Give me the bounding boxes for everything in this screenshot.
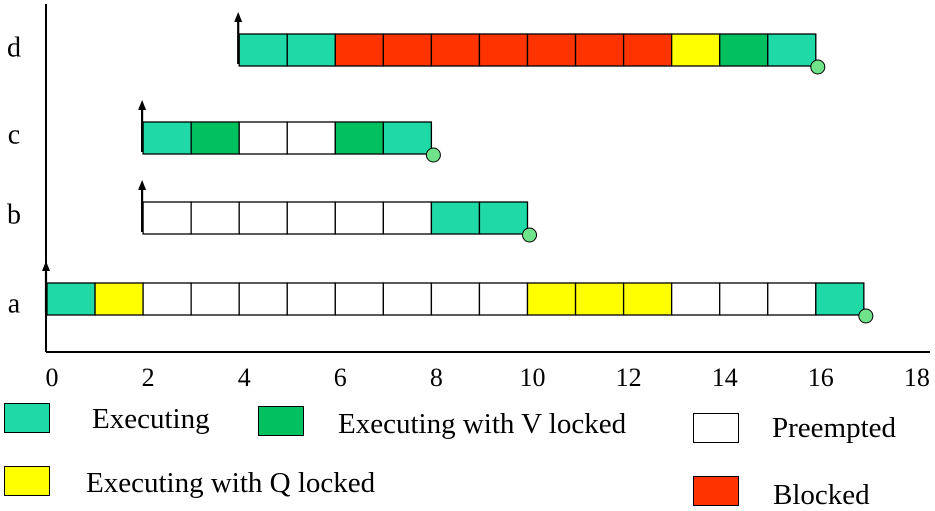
slot-a-15-preempted — [767, 282, 817, 316]
x-tick-0: 0 — [46, 363, 59, 392]
slot-a-8-preempted — [430, 282, 481, 316]
arrival-arrow-head-b — [138, 180, 147, 190]
slot-c-4-preempted — [238, 121, 288, 155]
task-row-d: d — [7, 12, 826, 75]
slot-b-9-executing — [478, 201, 529, 235]
slot-d-9-blocked — [478, 33, 529, 67]
completion-marker-a — [858, 308, 874, 324]
slot-b-6-preempted — [334, 201, 384, 235]
x-tick-12: 12 — [616, 363, 642, 392]
task-label-b: b — [7, 199, 21, 230]
task-label-c: c — [8, 119, 20, 150]
slot-a-13-preempted — [671, 282, 721, 316]
slot-a-16-executing — [815, 282, 865, 316]
slot-a-7-preempted — [382, 282, 433, 316]
slot-b-4-preempted — [238, 201, 288, 235]
x-tick-16: 16 — [808, 363, 834, 392]
slot-a-10-executing-q-locked — [526, 282, 577, 316]
task-label-a: a — [8, 288, 21, 319]
slot-d-10-blocked — [526, 33, 577, 67]
task-row-c: c — [8, 100, 441, 163]
x-tick-8: 8 — [430, 363, 443, 392]
slot-d-11-blocked — [574, 33, 625, 67]
slot-a-14-preempted — [719, 282, 769, 316]
slot-d-7-blocked — [382, 33, 433, 67]
slot-c-5-preempted — [286, 121, 336, 155]
slot-d-14-executing-v-locked — [719, 33, 769, 67]
slot-d-15-executing — [767, 33, 817, 67]
slot-a-9-preempted — [478, 282, 529, 316]
slot-c-3-executing-v-locked — [190, 121, 240, 155]
task-row-b: b — [7, 180, 537, 243]
slot-a-11-executing-q-locked — [574, 282, 625, 316]
slot-d-5-executing — [286, 33, 336, 67]
task-label-d: d — [7, 32, 21, 63]
slot-d-6-blocked — [334, 33, 384, 67]
arrival-arrow-head-a — [42, 261, 50, 271]
slot-a-12-executing-q-locked — [622, 282, 673, 316]
slot-d-13-executing-q-locked — [671, 33, 721, 67]
x-tick-2: 2 — [142, 363, 155, 392]
slot-a-3-preempted — [190, 282, 240, 316]
slot-b-7-preempted — [382, 201, 433, 235]
slot-c-6-executing-v-locked — [334, 121, 384, 155]
slot-b-5-preempted — [286, 201, 336, 235]
completion-marker-c — [425, 147, 441, 163]
slot-d-8-blocked — [430, 33, 481, 67]
slot-a-1-executing-q-locked — [94, 282, 144, 316]
x-tick-10: 10 — [520, 363, 546, 392]
task-rows: d c b a — [7, 12, 874, 324]
slot-a-5-preempted — [286, 282, 336, 316]
task-row-a: a — [8, 261, 874, 324]
slot-a-0-executing — [46, 282, 96, 316]
slot-b-2-preempted — [142, 201, 192, 235]
slot-b-3-preempted — [190, 201, 240, 235]
slot-b-8-executing — [430, 201, 481, 235]
completion-marker-b — [522, 227, 537, 243]
x-tick-4: 4 — [238, 363, 251, 392]
slot-a-4-preempted — [238, 282, 288, 316]
slot-c-2-executing — [142, 121, 192, 155]
slot-d-12-blocked — [622, 33, 673, 67]
x-tick-18: 18 — [904, 363, 930, 392]
slot-d-4-executing — [238, 33, 288, 67]
x-tick-6: 6 — [334, 363, 347, 392]
completion-marker-d — [810, 59, 826, 75]
slot-a-2-preempted — [142, 282, 192, 316]
arrival-arrow-head-c — [138, 100, 147, 110]
x-tick-14: 14 — [712, 363, 738, 392]
arrival-arrow-head-d — [234, 12, 243, 22]
x-tick-labels: 0 2 4 6 8 10 12 14 16 18 — [46, 363, 930, 392]
slot-a-6-preempted — [334, 282, 384, 316]
slot-c-7-executing — [382, 121, 433, 155]
